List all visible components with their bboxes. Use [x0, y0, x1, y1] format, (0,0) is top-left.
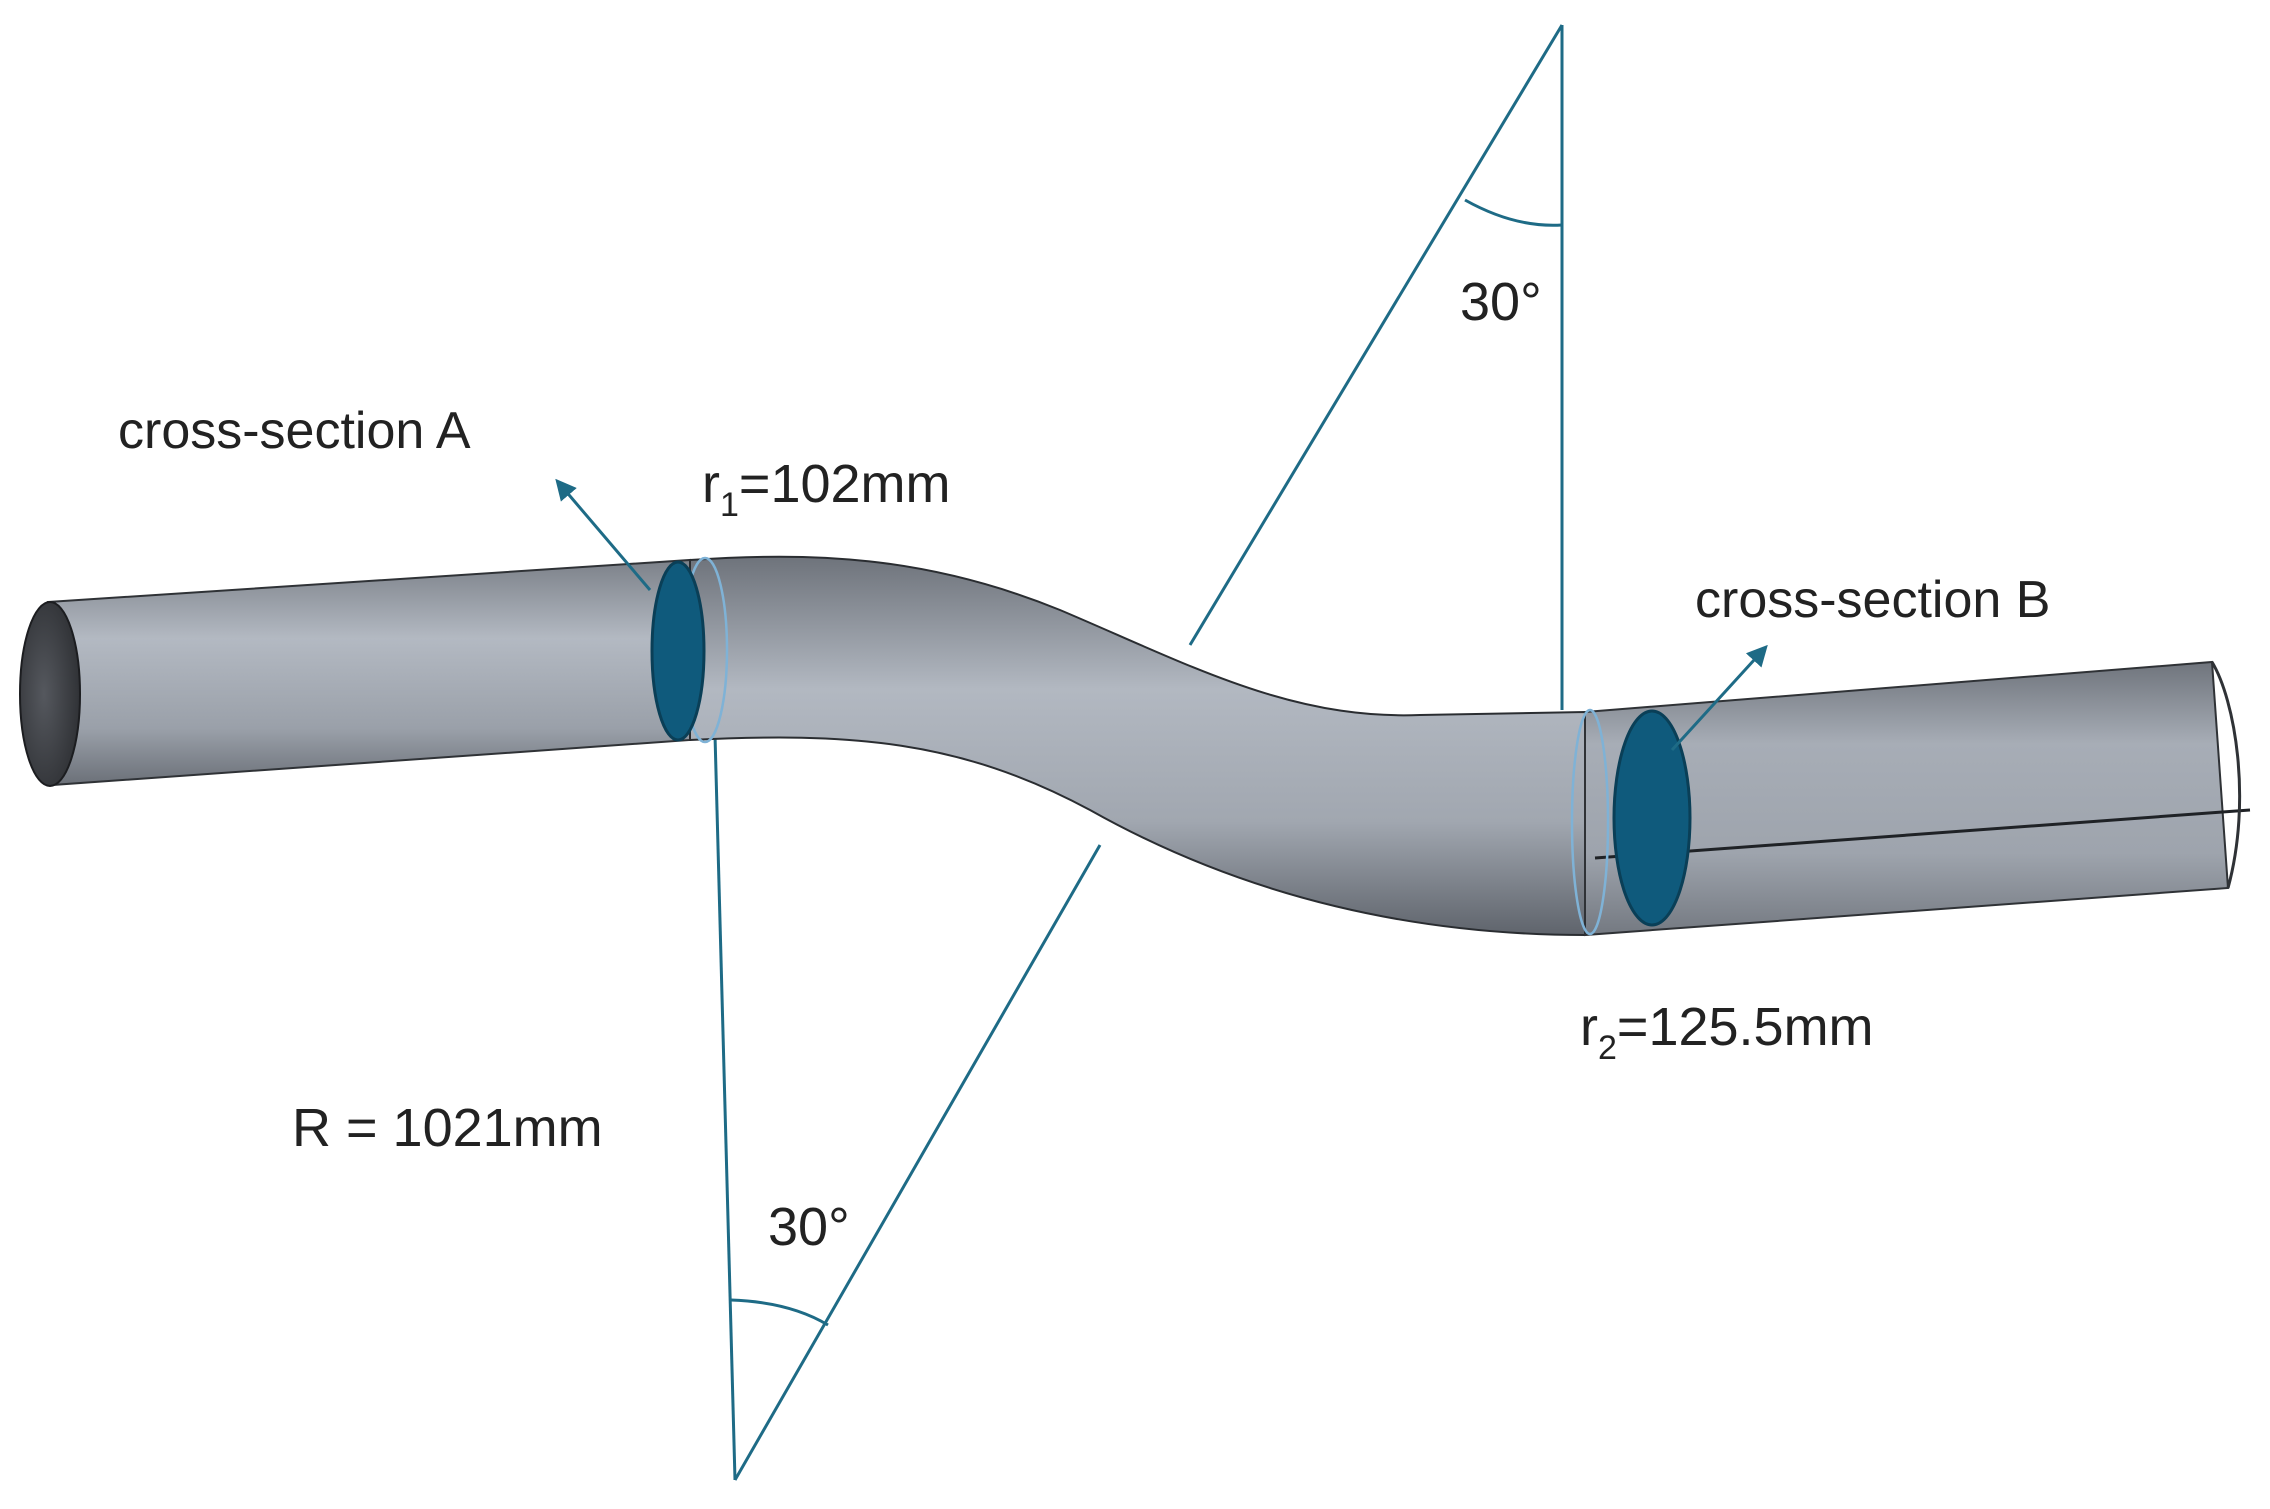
bottom-angle-label: 30°: [768, 1197, 850, 1257]
pipe-seam-line: [1594, 808, 2251, 860]
pipe: [19, 555, 2251, 937]
pipe-bend-segment: [689, 555, 1586, 937]
pipe-left-segment: [46, 558, 691, 787]
r2-label: r2=125.5mm: [1580, 997, 1874, 1067]
cross-section-b-arrow: [1670, 644, 1768, 752]
bottom-angle-arc: [730, 1298, 829, 1327]
r2-subscript: 2: [1598, 1029, 1617, 1067]
r1-value: =102mm: [739, 454, 951, 514]
top-angle-label: 30°: [1460, 272, 1542, 332]
cross-section-b-label: cross-section B: [1695, 571, 2050, 629]
cross-section-a-disc: [650, 560, 706, 742]
r1-symbol: r: [702, 454, 720, 514]
pipe-left-end-face: [19, 601, 81, 787]
construction-lines: [713, 24, 1564, 1481]
r1-subscript: 1: [720, 486, 739, 524]
r2-symbol: r: [1580, 997, 1598, 1057]
top-angle-arc: [1464, 198, 1563, 227]
radius-label: R = 1021mm: [292, 1098, 603, 1158]
joint-ring-right: [1570, 708, 1610, 936]
cross-section-a-arrow: [555, 478, 652, 591]
pipe-right-end-rim: [2210, 661, 2242, 889]
cross-section-b-disc: [1612, 709, 1692, 927]
bottom-vertical-line: [713, 734, 737, 1481]
cross-section-a-label: cross-section A: [118, 402, 471, 460]
r2-value: =125.5mm: [1617, 997, 1874, 1057]
bottom-slant-line: [733, 844, 1102, 1481]
r1-label: r1=102mm: [702, 454, 951, 524]
top-slant-line: [1188, 24, 1564, 646]
